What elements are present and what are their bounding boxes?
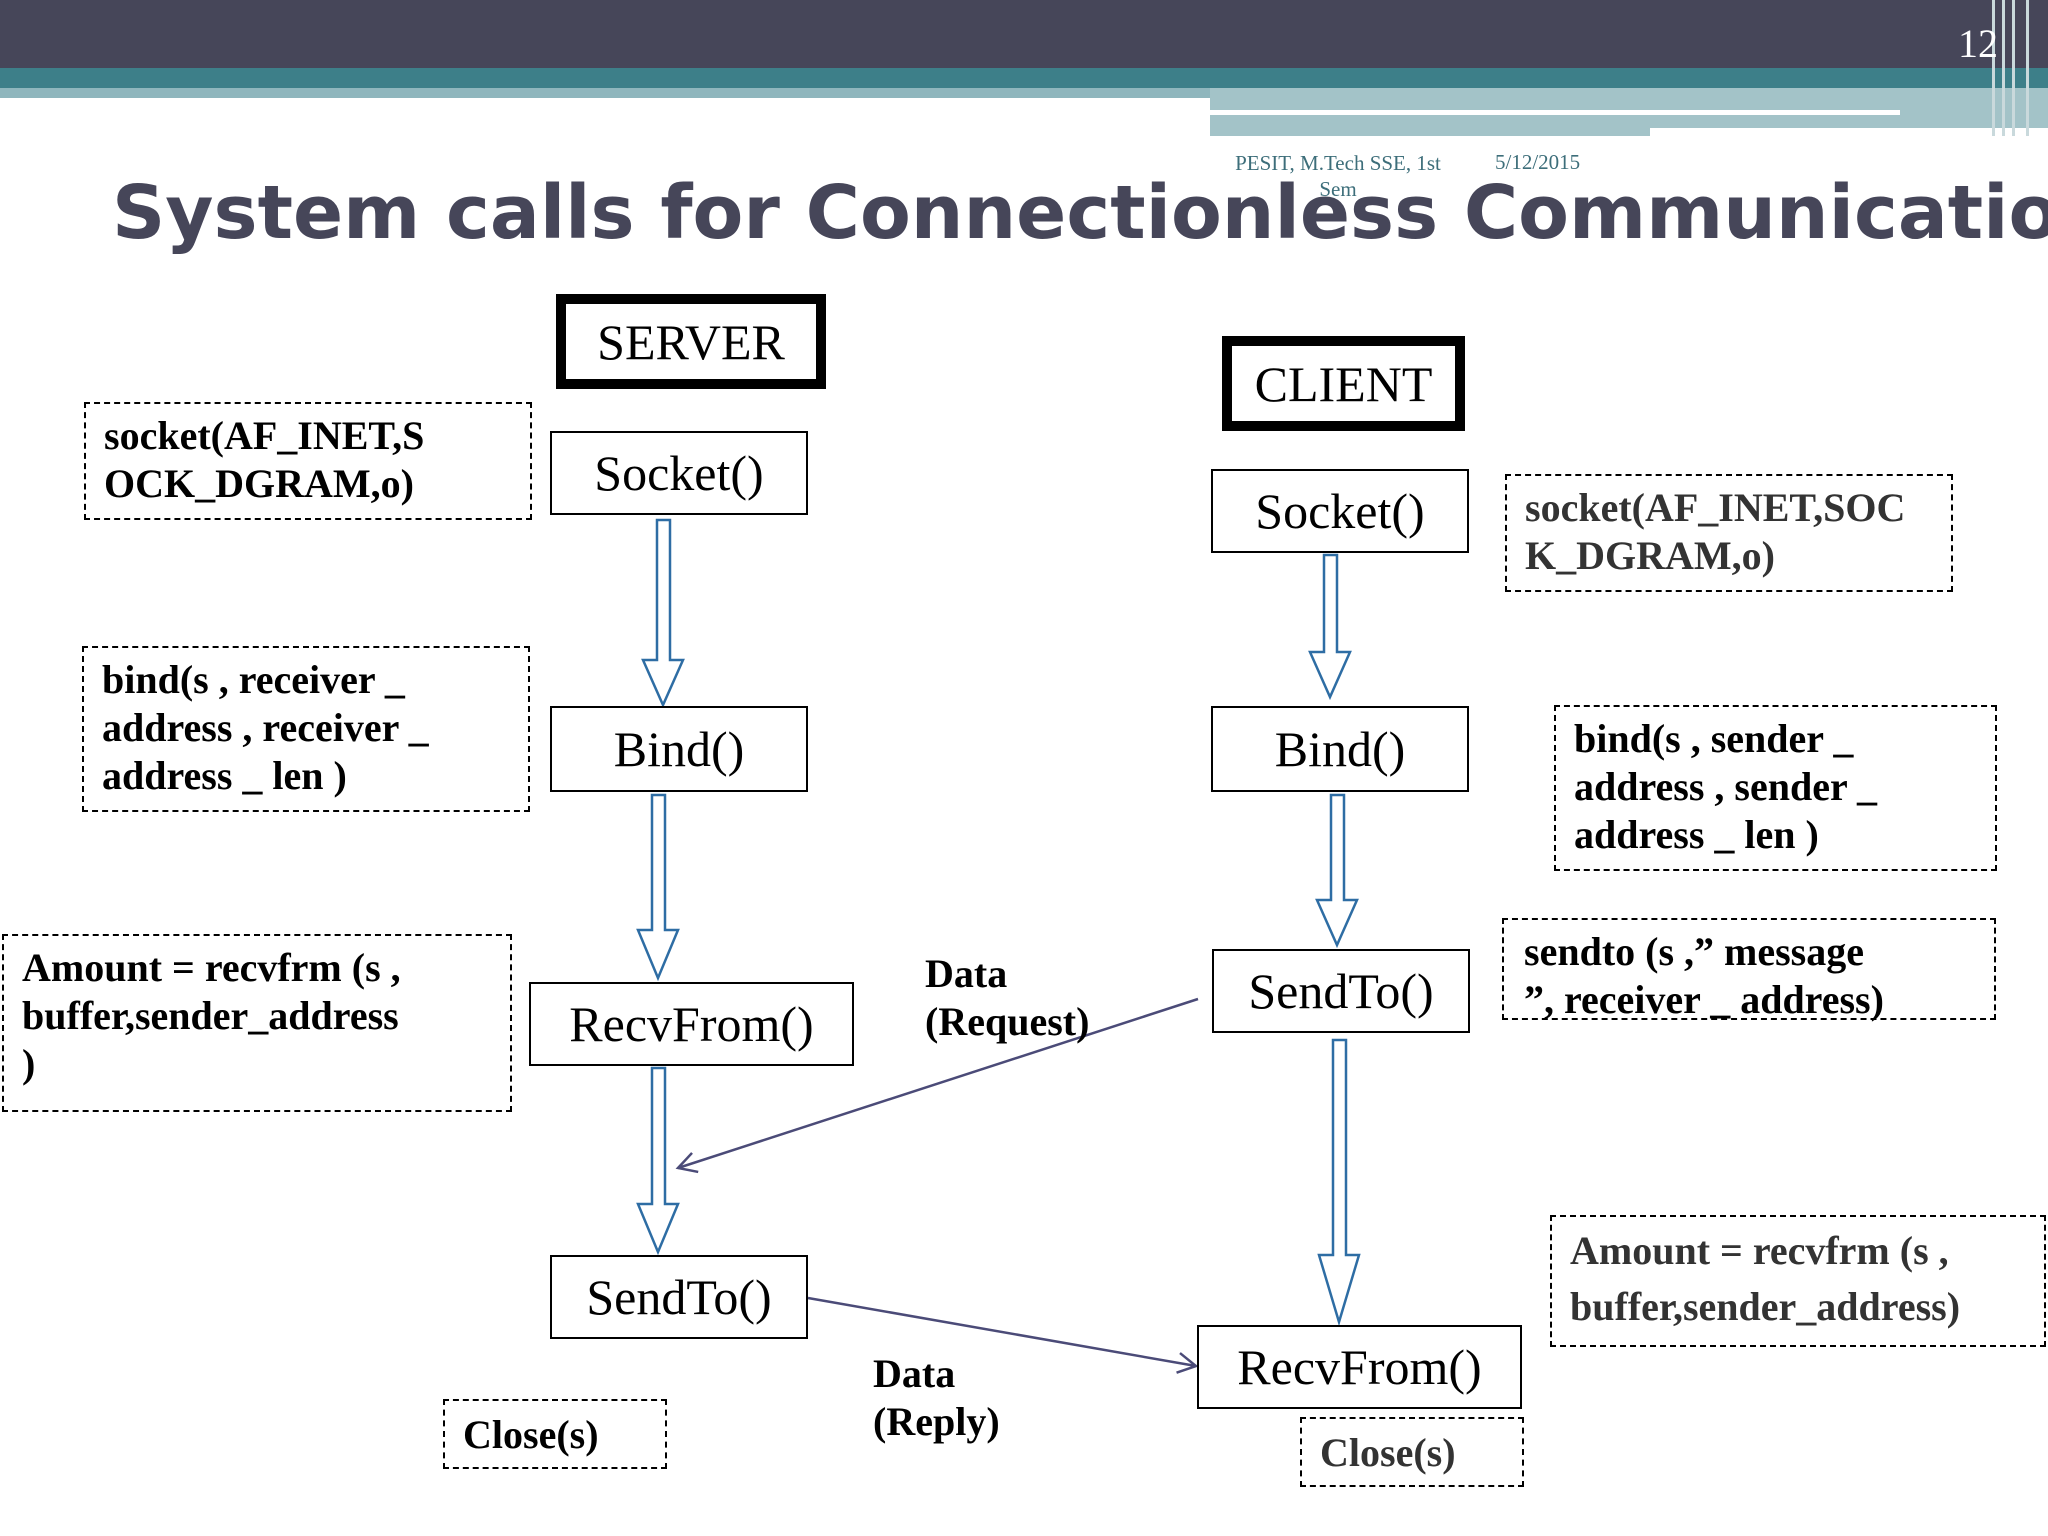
footer-course: PESIT, M.Tech SSE, 1st Sem: [1218, 150, 1458, 202]
server-heading: SERVER: [556, 294, 826, 389]
header-accent-bar: [0, 68, 2048, 88]
footer-date: 5/12/2015: [1495, 150, 1581, 174]
reply-label: Data (Reply): [873, 1351, 1000, 1444]
server-flow-arrow-1: [641, 518, 685, 709]
client-flow-arrow-1: [1308, 553, 1352, 701]
server-recvfrom-label: RecvFrom(): [569, 996, 814, 1052]
client-socket-label: Socket(): [1255, 483, 1425, 539]
client-bind-note: bind(s , sender _ address , sender _ add…: [1554, 705, 1997, 871]
slide-title: System calls for Connectionless Communic…: [112, 170, 2048, 256]
client-bind-label: Bind(): [1274, 721, 1406, 777]
client-socket-step: Socket(): [1211, 469, 1469, 553]
client-flow-arrow-2: [1315, 793, 1359, 949]
server-sendto-label: SendTo(): [586, 1269, 772, 1325]
slide-number: 12: [1958, 21, 1998, 66]
client-recvfrom-label: RecvFrom(): [1237, 1339, 1482, 1395]
server-bind-step: Bind(): [550, 706, 808, 792]
server-bind-label: Bind(): [613, 721, 745, 777]
header-vertical-lines: [1990, 0, 2048, 136]
server-recvfrom-step: RecvFrom(): [529, 982, 854, 1066]
server-flow-arrow-3: [636, 1066, 680, 1256]
client-sendto-step: SendTo(): [1212, 949, 1470, 1033]
reply-message-arrow: [807, 1296, 1199, 1374]
client-close-note: Close(s): [1300, 1417, 1524, 1487]
client-bind-step: Bind(): [1211, 706, 1469, 792]
server-socket-label: Socket(): [594, 445, 764, 501]
server-recvfrom-note: Amount = recvfrm (s , buffer,sender_addr…: [2, 934, 512, 1112]
server-socket-step: Socket(): [550, 431, 808, 515]
header-stripe: [0, 88, 1210, 98]
client-heading-label: CLIENT: [1254, 355, 1433, 412]
client-flow-arrow-3: [1317, 1038, 1361, 1327]
footer-course-line1: PESIT, M.Tech SSE, 1st: [1235, 151, 1441, 175]
client-recvfrom-note: Amount = recvfrm (s , buffer,sender_addr…: [1550, 1215, 2046, 1347]
client-sendto-label: SendTo(): [1248, 963, 1434, 1019]
client-sendto-note: sendto (s ,” message ”, receiver _ addre…: [1502, 918, 1996, 1022]
request-label: Data (Request): [925, 951, 1090, 1044]
server-socket-note: socket(AF_INET,S OCK_DGRAM,o): [84, 402, 532, 520]
header-bar: [0, 0, 2048, 68]
server-bind-note: bind(s , receiver _ address , receiver _…: [82, 646, 530, 812]
header-white-line: [1210, 110, 1900, 115]
footer-course-line2: Sem: [1319, 177, 1357, 201]
server-heading-label: SERVER: [597, 313, 785, 370]
server-close-note: Close(s): [443, 1399, 667, 1469]
server-flow-arrow-2: [636, 793, 680, 982]
client-recvfrom-step: RecvFrom(): [1197, 1325, 1522, 1409]
server-sendto-step: SendTo(): [550, 1255, 808, 1339]
client-heading: CLIENT: [1222, 336, 1465, 431]
header-white-line-2: [1650, 128, 2048, 136]
request-message-arrow: [675, 997, 1199, 1174]
client-socket-note: socket(AF_INET,SOC K_DGRAM,o): [1505, 474, 1953, 592]
